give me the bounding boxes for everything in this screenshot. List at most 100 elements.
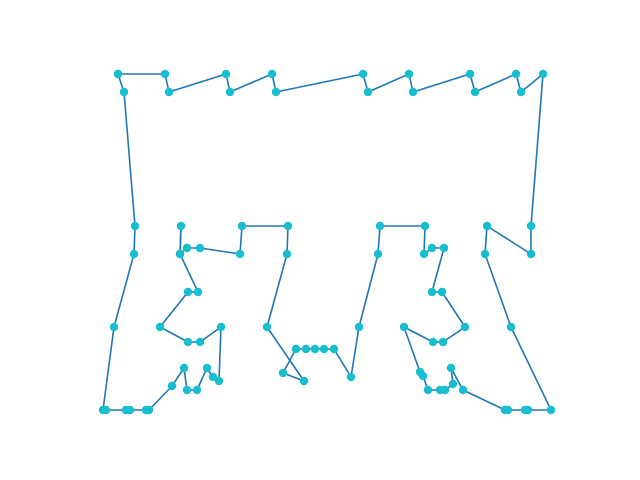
data-point <box>113 69 123 79</box>
data-point <box>225 87 235 97</box>
line-segment <box>179 225 182 255</box>
data-point <box>119 87 129 97</box>
line-segment <box>431 247 445 293</box>
data-point <box>195 243 205 253</box>
line-segment <box>275 73 364 93</box>
data-point <box>363 87 373 97</box>
line-segment <box>377 225 381 255</box>
data-point <box>214 376 224 386</box>
data-point <box>216 322 226 332</box>
line-segment <box>412 73 471 93</box>
data-point <box>428 337 438 347</box>
data-point <box>176 221 186 231</box>
line-segment <box>148 385 173 411</box>
series-lines <box>102 73 552 411</box>
data-point <box>182 385 192 395</box>
line-segment <box>102 326 115 411</box>
data-point <box>329 344 339 354</box>
data-point <box>301 344 311 354</box>
data-point <box>526 249 536 259</box>
data-point <box>282 249 292 259</box>
data-point <box>506 322 516 332</box>
line-segment <box>441 291 466 328</box>
line-segment <box>367 73 410 93</box>
data-point <box>310 344 320 354</box>
data-point <box>346 372 356 382</box>
data-point <box>354 322 364 332</box>
data-point <box>446 363 456 373</box>
data-point <box>435 385 445 395</box>
data-point <box>202 363 212 373</box>
line-segment <box>484 225 488 255</box>
line-segment <box>123 91 136 227</box>
data-point <box>458 385 468 395</box>
data-point <box>141 405 151 415</box>
data-point <box>98 405 108 415</box>
data-point <box>404 69 414 79</box>
data-point <box>375 221 385 231</box>
data-point <box>283 221 293 231</box>
data-point <box>160 69 170 79</box>
line-segment <box>333 348 352 378</box>
line-segment <box>266 326 305 382</box>
line-segment <box>462 389 506 411</box>
series-points <box>98 69 556 415</box>
data-point <box>465 69 475 79</box>
line-segment <box>474 73 517 93</box>
data-point <box>235 249 245 259</box>
line-segment <box>286 225 289 255</box>
line-segment <box>403 326 434 343</box>
data-point <box>129 249 139 259</box>
line-segment <box>239 225 243 255</box>
data-point <box>438 337 448 347</box>
data-point <box>538 69 548 79</box>
data-point <box>373 249 383 259</box>
line-segment <box>403 326 421 373</box>
data-point <box>319 344 329 354</box>
line-segment <box>266 253 288 328</box>
data-point <box>155 322 165 332</box>
data-point <box>427 287 437 297</box>
data-point <box>358 69 368 79</box>
data-point <box>291 344 301 354</box>
data-point <box>437 287 447 297</box>
data-point <box>448 379 458 389</box>
line-segment <box>350 326 360 378</box>
data-point <box>427 243 437 253</box>
data-point <box>183 287 193 297</box>
line-segment <box>442 326 466 343</box>
line-segment <box>358 253 379 328</box>
line-segment <box>159 326 189 343</box>
data-point <box>439 243 449 253</box>
data-point <box>516 87 526 97</box>
line-segment <box>179 253 199 293</box>
data-point <box>511 69 521 79</box>
data-point <box>526 221 536 231</box>
data-point <box>423 385 433 395</box>
line-segment <box>199 247 241 255</box>
data-point <box>208 372 218 382</box>
line-segment <box>133 225 136 255</box>
data-point <box>130 221 140 231</box>
line-segment <box>159 291 189 328</box>
data-point <box>192 385 202 395</box>
data-point <box>193 287 203 297</box>
data-point <box>520 405 530 415</box>
line-segment <box>423 225 426 255</box>
data-point <box>470 87 480 97</box>
data-point <box>278 368 288 378</box>
line-segment <box>199 326 222 343</box>
data-point <box>546 405 556 415</box>
data-point <box>195 337 205 347</box>
data-point <box>237 221 247 231</box>
data-point <box>267 69 277 79</box>
data-point <box>271 87 281 97</box>
data-point <box>480 249 490 259</box>
data-point <box>419 249 429 259</box>
line-segment <box>229 73 273 93</box>
data-point <box>399 322 409 332</box>
line-segment <box>510 326 552 411</box>
data-point <box>420 221 430 231</box>
